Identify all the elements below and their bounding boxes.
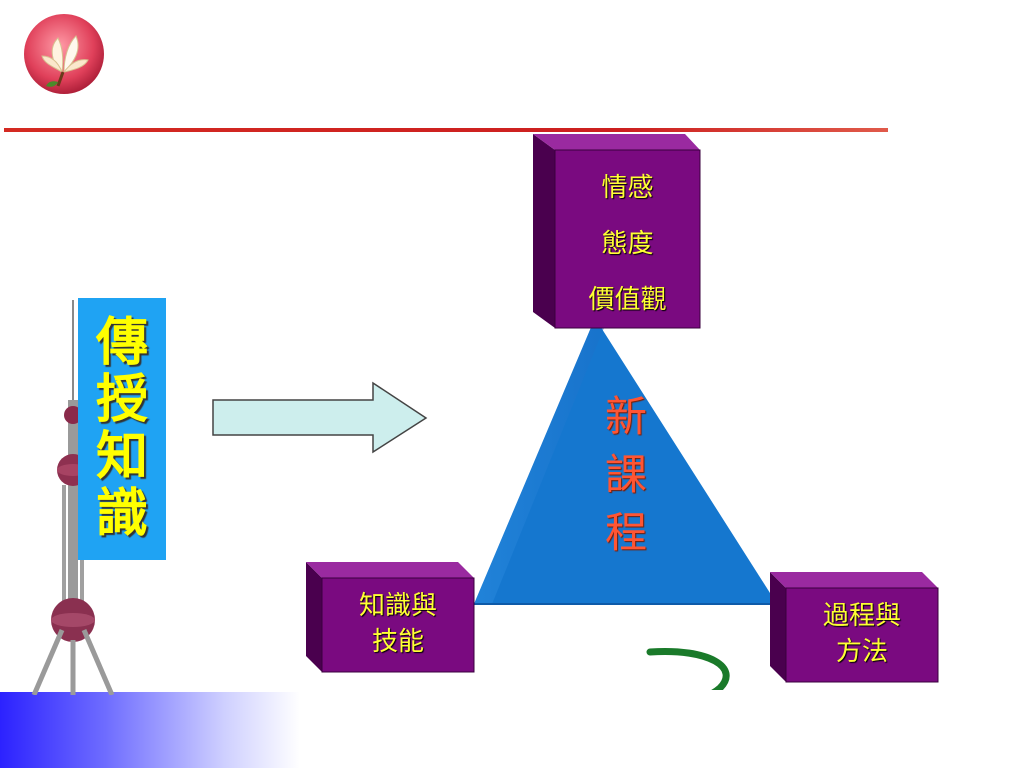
box-line: 價值觀 [588, 285, 667, 315]
attitude-values-box: 情感 態度 價值觀 [555, 160, 700, 328]
knowledge-transmission-label: 傳 授 知 識 [78, 298, 166, 560]
knowledge-skills-box: 知識與 技能 [322, 588, 474, 660]
label-char: 傳 [95, 313, 148, 373]
triangle-char: 課 [604, 450, 647, 499]
triangle-char: 程 [604, 508, 647, 557]
right-box-shape [770, 572, 939, 683]
box-line: 技能 [371, 627, 424, 657]
box-line: 態度 [601, 229, 654, 259]
top-box-shape [533, 134, 701, 329]
process-method-box: 過程與 方法 [786, 598, 938, 670]
footer-gradient-band [0, 692, 300, 768]
label-char: 識 [95, 484, 148, 544]
new-curriculum-diagram [306, 134, 939, 690]
label-char: 知 [95, 427, 148, 487]
box-line: 過程與 [822, 601, 901, 631]
label-char: 授 [95, 370, 148, 430]
left-box-shape [306, 562, 475, 673]
magnolia-logo-icon [24, 14, 104, 94]
curved-return-arrow-icon [646, 647, 730, 690]
box-line: 知識與 [358, 591, 437, 621]
box-line: 情感 [601, 173, 654, 203]
right-arrow-icon [212, 381, 428, 454]
header-divider [4, 128, 888, 132]
triangle-char: 新 [604, 392, 647, 441]
box-line: 方法 [835, 637, 888, 667]
triangle-shape [474, 318, 777, 605]
tower-icon [31, 300, 115, 695]
